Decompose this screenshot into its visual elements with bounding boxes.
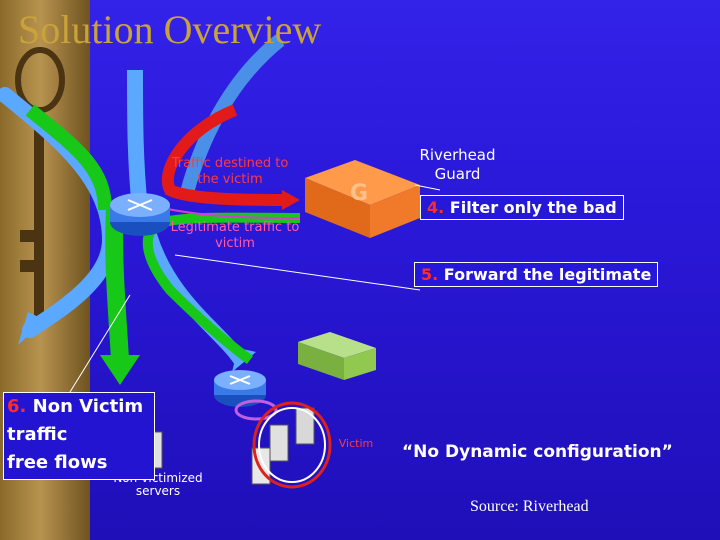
filter-callout-number: 4. — [427, 198, 445, 217]
slide-title: Solution Overview — [18, 7, 322, 52]
router-icon — [214, 370, 266, 407]
blue-arrowhead-left — [18, 312, 45, 345]
red-arrowhead — [282, 190, 300, 210]
riverhead-pointer — [414, 184, 441, 191]
green-legit-return-flow — [142, 212, 301, 364]
victim-link-ring — [234, 399, 278, 421]
no-dynamic-config-quote: “No Dynamic configuration” — [402, 442, 673, 462]
antique-key-icon — [15, 47, 65, 318]
non-victim-callout: 6. Non Victim traffic free flows — [3, 392, 155, 480]
forward-callout-pointer — [174, 254, 421, 291]
victim-server-group — [251, 401, 332, 489]
victim-label: Victim — [338, 437, 374, 450]
green-arrowhead-main — [100, 355, 140, 385]
traffic-destined-label: Traffic destined to the victim — [171, 156, 289, 187]
forward-callout-number: 5. — [421, 265, 439, 284]
router-icon — [110, 193, 170, 236]
blue-traffic-flow-top — [127, 69, 148, 211]
non-victim-callout-line2: traffic — [7, 424, 68, 445]
guard-logo: G — [350, 181, 368, 206]
source-credit: Source: Riverhead — [470, 498, 589, 515]
guard-appliance-icon: G — [305, 160, 420, 238]
detector-appliance-icon — [298, 332, 376, 380]
forward-callout: 5. Forward the legitimate — [414, 262, 659, 287]
forward-callout-text: Forward the legitimate — [443, 265, 652, 284]
red-victim-traffic-flow — [161, 104, 291, 206]
non-victim-callout-number: 6. — [7, 396, 27, 417]
non-victim-callout-line1: Non Victim — [32, 396, 144, 417]
filter-callout: 4. Filter only the bad — [420, 195, 624, 220]
non-victim-callout-line3: free flows — [7, 452, 108, 473]
legitimate-traffic-label: Legitimate traffic to victim — [170, 220, 300, 251]
nonvictim-callout-pointer — [69, 294, 131, 393]
green-traffic-flow-main — [105, 209, 129, 361]
green-traffic-flow-left — [25, 104, 112, 211]
riverhead-guard-label: Riverhead Guard — [419, 146, 496, 183]
filter-callout-text: Filter only the bad — [449, 198, 617, 217]
